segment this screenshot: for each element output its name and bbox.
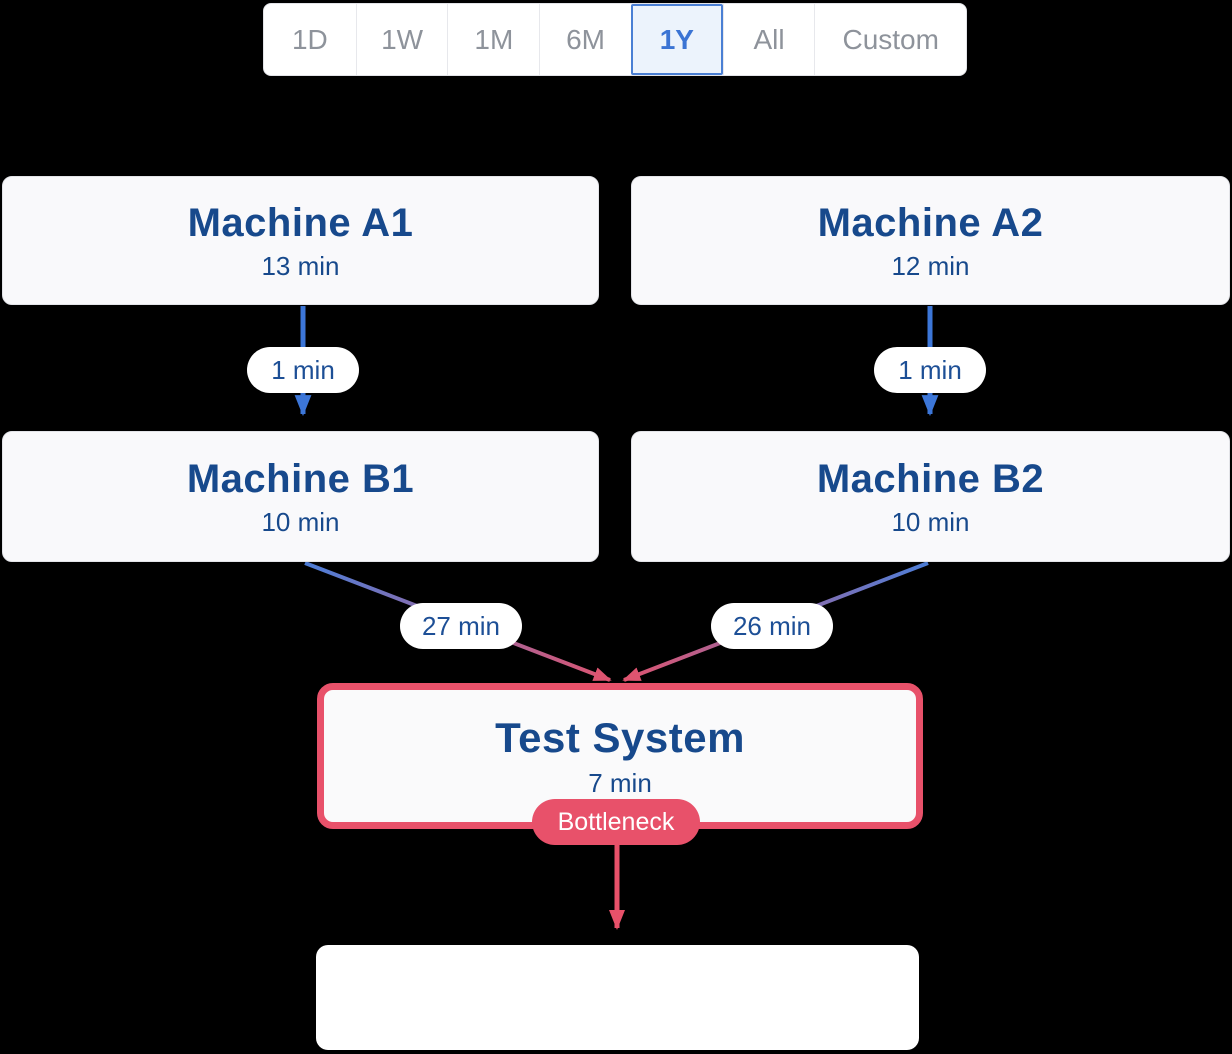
node-duration: 12 min: [891, 251, 970, 281]
node-duration: 7 min: [588, 767, 652, 798]
time-range-all[interactable]: All: [722, 4, 815, 75]
edge-label-a2-b2: 1 min: [874, 347, 986, 393]
node-machine-b2[interactable]: Machine B2 10 min: [631, 431, 1230, 562]
node-duration: 10 min: [891, 507, 970, 537]
time-range-1m[interactable]: 1M: [447, 4, 539, 75]
node-machine-b1[interactable]: Machine B1 10 min: [2, 431, 599, 562]
bottleneck-badge: Bottleneck: [532, 799, 700, 845]
time-range-1d[interactable]: 1D: [264, 4, 356, 75]
time-range-1y[interactable]: 1Y: [630, 4, 723, 75]
node-machine-a2[interactable]: Machine A2 12 min: [631, 176, 1230, 305]
edge-label-b1-test: 27 min: [400, 603, 522, 649]
edge-label-a1-b1: 1 min: [247, 347, 359, 393]
node-title: Machine A2: [817, 201, 1044, 245]
node-duration: 13 min: [261, 251, 340, 281]
node-output[interactable]: [316, 945, 919, 1050]
node-duration: 10 min: [261, 507, 340, 537]
node-title: Machine B1: [186, 457, 415, 501]
node-machine-a1[interactable]: Machine A1 13 min: [2, 176, 599, 305]
node-title: Machine A1: [187, 201, 414, 245]
time-range-custom[interactable]: Custom: [814, 4, 966, 75]
node-title: Machine B2: [816, 457, 1045, 501]
time-range-6m[interactable]: 6M: [539, 4, 631, 75]
node-title: Test System: [495, 714, 745, 762]
edge-label-b2-test: 26 min: [711, 603, 833, 649]
time-range-1w[interactable]: 1W: [355, 4, 448, 75]
time-range-selector: 1D 1W 1M 6M 1Y All Custom: [263, 3, 967, 76]
